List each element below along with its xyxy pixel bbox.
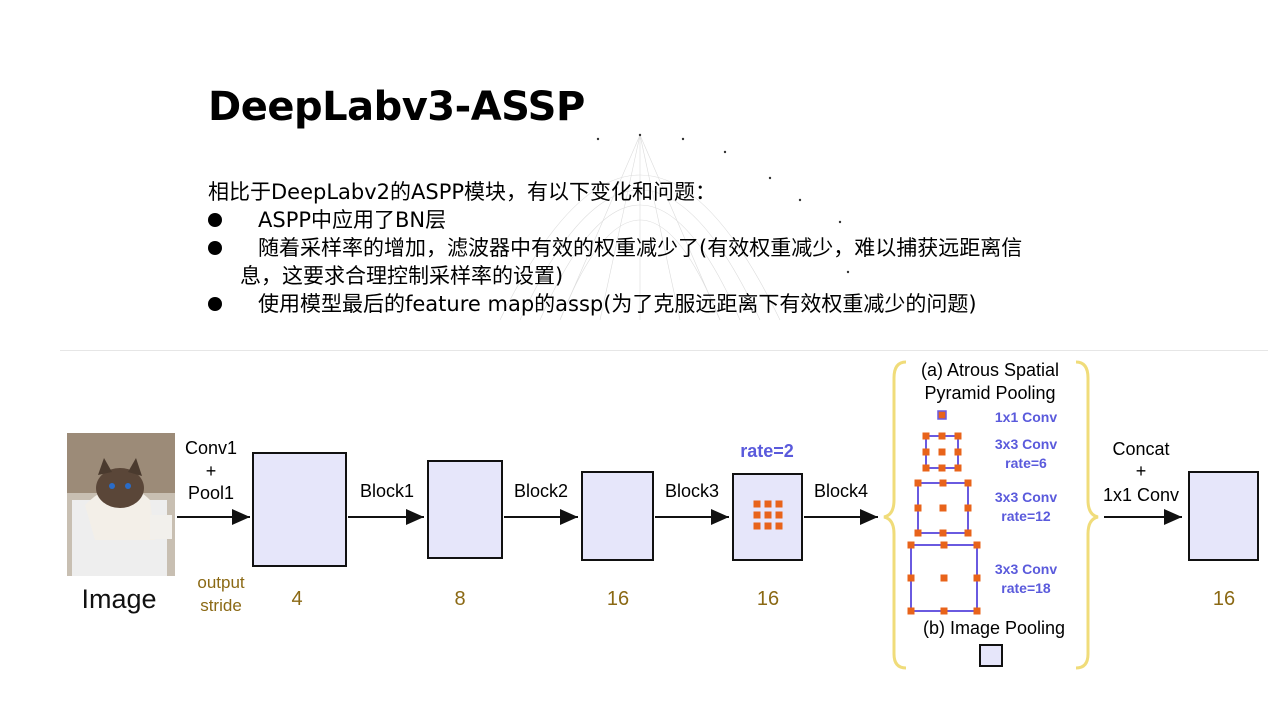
arrow-label-pool1: Pool1 xyxy=(188,483,234,503)
section-divider xyxy=(60,350,1268,351)
atrous-kernel-rate12 xyxy=(914,479,972,537)
bullet-item: ASPP中应用了BN层 xyxy=(208,206,1148,234)
bullet-text-continuation: 息，这要求合理控制采样率的设置) xyxy=(240,264,564,288)
bullet-dot-icon xyxy=(208,241,222,255)
concat-label: + xyxy=(1136,461,1147,481)
stride-value: 4 xyxy=(291,588,302,610)
kernel-weight xyxy=(939,504,947,512)
feature-map-block xyxy=(581,471,654,561)
kernel-weight xyxy=(775,511,783,519)
intro-text: 相比于DeepLabv2的ASPP模块，有以下变化和问题： xyxy=(208,180,717,204)
kernel-weight xyxy=(954,464,962,472)
atrous-kernel-rate2 xyxy=(753,500,783,530)
right-brace xyxy=(1075,360,1099,670)
bullet-item: 随着采样率的增加，滤波器中有效的权重减少了(有效权重减少，难以捕获远距离信 息，… xyxy=(208,234,1148,290)
stride-value: 16 xyxy=(607,588,629,610)
kernel-weight xyxy=(939,479,947,487)
kernel-weight xyxy=(938,432,946,440)
input-label: Image xyxy=(81,584,156,614)
kernel-weight xyxy=(914,529,922,537)
output-stride-label: stride xyxy=(200,596,242,615)
concat-label: 1x1 Conv xyxy=(1103,485,1179,505)
branch-label: rate=18 xyxy=(1001,580,1051,596)
arrow-label-plus: + xyxy=(206,461,217,481)
image-pooling-label: (b) Image Pooling xyxy=(923,618,1065,638)
arrow-label-block1: Block1 xyxy=(360,481,414,501)
arrow-label-conv1: Conv1 xyxy=(185,438,237,458)
kernel-weight xyxy=(964,529,972,537)
image-pooling-block xyxy=(979,644,1003,667)
kernel-weight xyxy=(922,464,930,472)
bullet-dot-icon xyxy=(208,213,222,227)
slide-title: DeepLabv3-ASSP xyxy=(208,84,585,130)
kernel-weight xyxy=(764,511,772,519)
aspp-title: (a) Atrous Spatial xyxy=(921,360,1059,380)
kernel-weight xyxy=(938,464,946,472)
kernel-weight xyxy=(753,522,761,530)
arrow-label-block4: Block4 xyxy=(814,481,868,501)
bullet-list: ASPP中应用了BN层 随着采样率的增加，滤波器中有效的权重减少了(有效权重减少… xyxy=(208,206,1148,318)
aspp-title: Pyramid Pooling xyxy=(924,383,1055,403)
kernel-weight xyxy=(964,479,972,487)
kernel-weight xyxy=(914,504,922,512)
branch-label: 1x1 Conv xyxy=(995,409,1057,425)
kernel-weight xyxy=(922,448,930,456)
branch-label: 3x3 Conv xyxy=(995,436,1057,452)
branch-label: rate=12 xyxy=(1001,508,1051,524)
kernel-1x1 xyxy=(937,410,947,420)
kernel-weight xyxy=(964,504,972,512)
kernel-weight xyxy=(954,432,962,440)
branch-label: rate=6 xyxy=(1005,455,1047,471)
bullet-text: 随着采样率的增加，滤波器中有效的权重减少了(有效权重减少，难以捕获远距离信 xyxy=(258,236,1023,260)
atrous-kernel-rate18 xyxy=(907,541,981,615)
kernel-weight xyxy=(775,522,783,530)
kernel-weight xyxy=(753,511,761,519)
branch-label: 3x3 Conv xyxy=(995,489,1057,505)
kernel-weight xyxy=(907,574,915,582)
rate-label: rate=2 xyxy=(740,441,794,461)
kernel-weight xyxy=(938,448,946,456)
bullet-text: 使用模型最后的feature map的assp(为了克服远距离下有效权重减少的问… xyxy=(258,292,977,316)
kernel-weight xyxy=(914,479,922,487)
bullet-text: ASPP中应用了BN层 xyxy=(258,208,447,232)
feature-map-block xyxy=(252,452,347,567)
kernel-weight xyxy=(922,432,930,440)
kernel-weight xyxy=(973,607,981,615)
atrous-kernel-rate6 xyxy=(922,432,962,472)
kernel-weight xyxy=(907,541,915,549)
cat-face-icon xyxy=(96,468,144,508)
kernel-weight xyxy=(907,607,915,615)
kernel-weight xyxy=(775,500,783,508)
kernel-weight xyxy=(764,500,772,508)
left-brace xyxy=(883,360,907,670)
arrow-label-block3: Block3 xyxy=(665,481,719,501)
arrow-label-block2: Block2 xyxy=(514,481,568,501)
input-image xyxy=(67,433,175,576)
kernel-weight xyxy=(973,541,981,549)
kernel-weight xyxy=(753,500,761,508)
output-stride-label: output xyxy=(197,573,245,592)
kernel-weight xyxy=(939,529,947,537)
bullet-item: 使用模型最后的feature map的assp(为了克服远距离下有效权重减少的问… xyxy=(208,290,1148,318)
stride-value: 8 xyxy=(454,588,465,610)
output-feature-map-block xyxy=(1188,471,1259,561)
kernel-weight xyxy=(954,448,962,456)
bullet-dot-icon xyxy=(208,297,222,311)
kernel-weight xyxy=(940,574,948,582)
kernel-weight xyxy=(764,522,772,530)
kernel-weight xyxy=(940,607,948,615)
branch-label: 3x3 Conv xyxy=(995,561,1057,577)
concat-label: Concat xyxy=(1112,439,1169,459)
stride-value: 16 xyxy=(1213,588,1235,610)
feature-map-block xyxy=(427,460,503,559)
kernel-weight xyxy=(940,541,948,549)
kernel-weight xyxy=(973,574,981,582)
stride-value: 16 xyxy=(757,588,779,610)
